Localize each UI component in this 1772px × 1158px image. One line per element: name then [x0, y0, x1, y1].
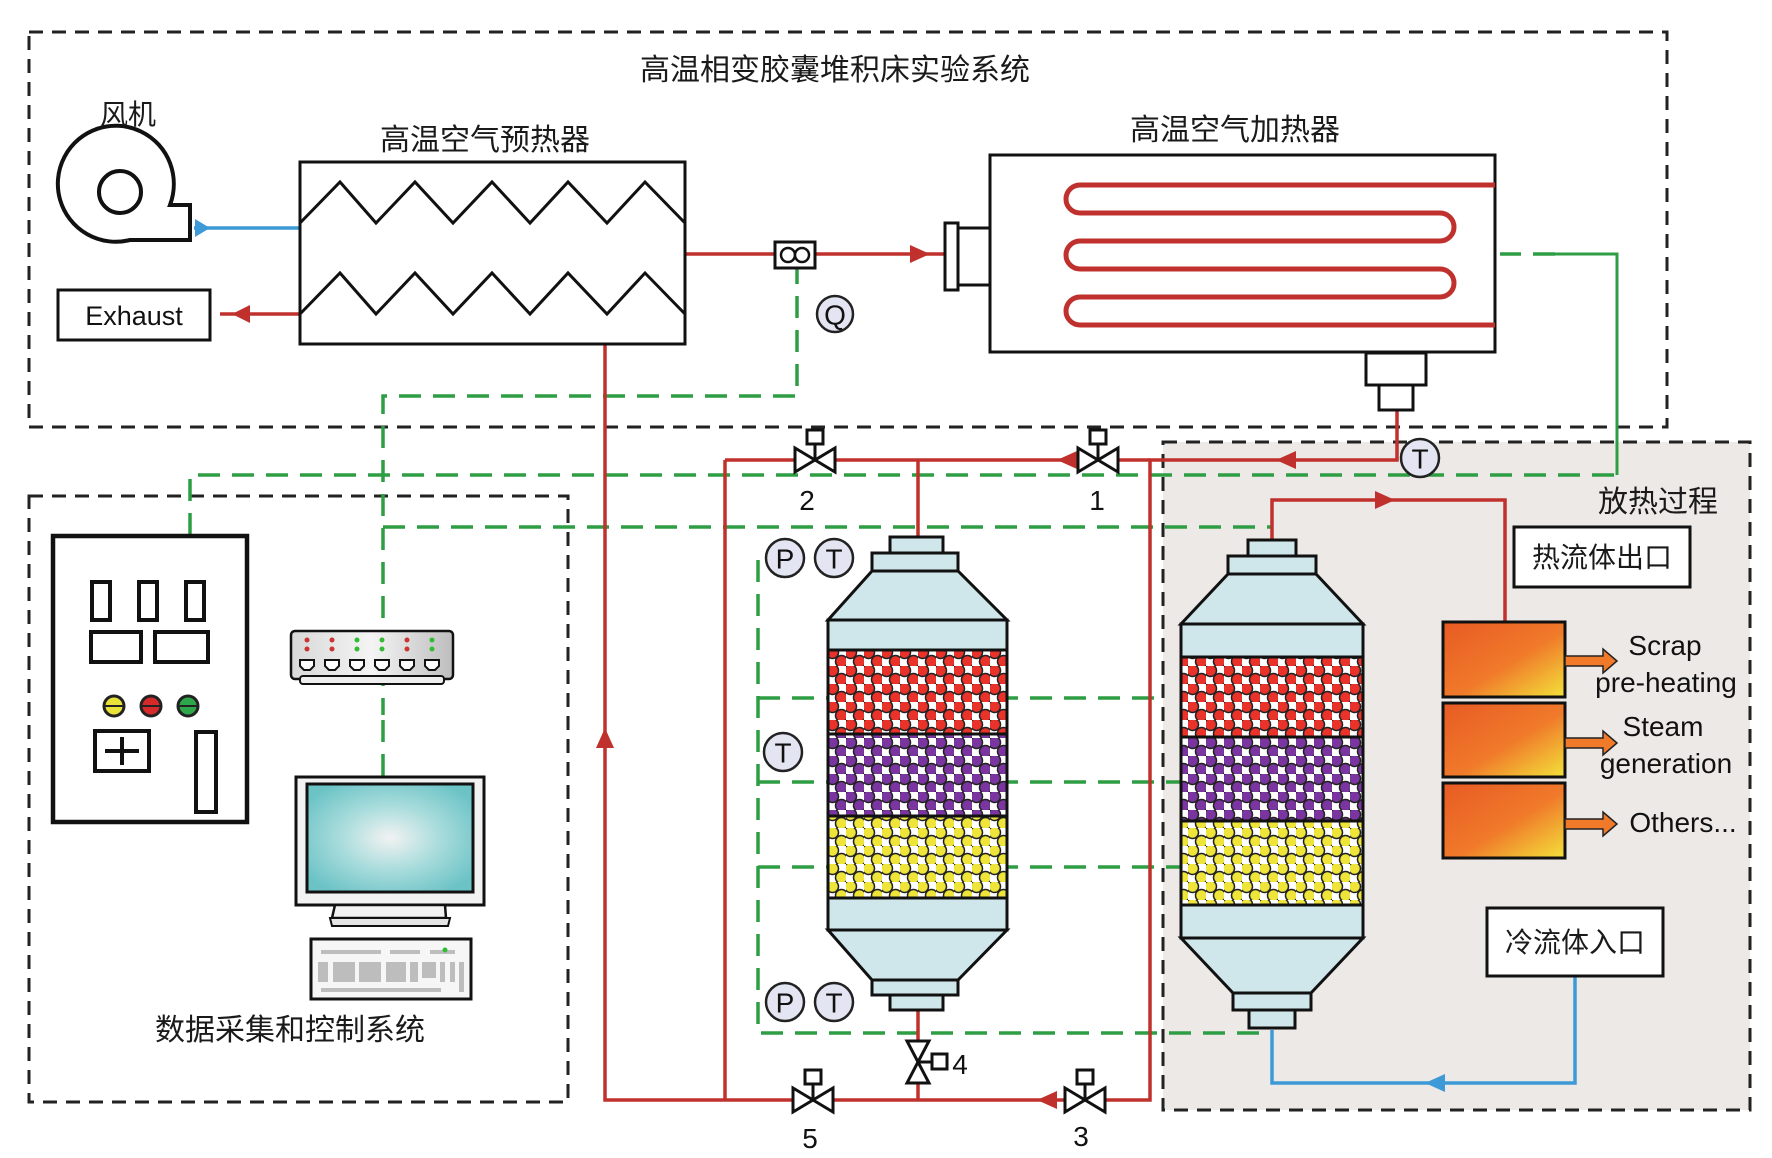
application-others: Others...	[1629, 807, 1736, 838]
flow-meter-icon	[773, 240, 817, 270]
application-scrap: Scrap	[1628, 630, 1701, 661]
discharge-process-title: 放热过程	[1598, 485, 1718, 520]
hot-fluid-outlet-box	[1512, 525, 1692, 589]
control-cabinet	[50, 533, 250, 825]
valve-label-3: 3	[1073, 1121, 1089, 1152]
svg-text:T: T	[825, 988, 842, 1019]
cold-fluid-pipe	[1270, 977, 1577, 1085]
svg-text:T: T	[825, 544, 842, 575]
valve-label-1: 1	[1089, 485, 1105, 516]
keyboard-icon	[309, 937, 473, 1001]
hot-fluid-outlet-label: 热流体出口	[1532, 541, 1672, 574]
valve-label-5: 5	[802, 1123, 818, 1154]
cold-flow-arrow	[1425, 1074, 1445, 1092]
valve-2[interactable]	[793, 428, 837, 475]
packed-bed-column-2	[1177, 538, 1367, 1030]
fan-arrow	[195, 219, 210, 237]
svg-text:Q: Q	[824, 300, 846, 331]
daq-system-border	[27, 494, 570, 1104]
exhaust-box	[56, 288, 212, 342]
flow-sensor-q: Q	[815, 294, 855, 334]
mid-temperature-sensor: T	[762, 731, 804, 773]
svg-text:T: T	[774, 738, 791, 769]
exhaust-label: Exhaust	[85, 301, 183, 331]
network-switch-icon	[289, 629, 455, 685]
computer-monitor-icon	[294, 775, 486, 927]
experiment-system-title: 高温相变胶囊堆积床实验系统	[640, 53, 1030, 88]
fan-label: 风机	[100, 98, 156, 131]
bottom-pressure-sensor: P	[764, 981, 806, 1023]
valve-4[interactable]	[904, 1039, 949, 1085]
preheater	[298, 160, 687, 346]
heater-outlet-temp-sensor: T	[1399, 437, 1441, 479]
cold-fluid-inlet-label: 冷流体入口	[1505, 926, 1645, 959]
valve-1[interactable]	[1076, 428, 1120, 475]
experiment-system-border	[27, 30, 1669, 429]
heater-label: 高温空气加热器	[1130, 113, 1340, 148]
preheater-label: 高温空气预热器	[380, 123, 590, 158]
valve-label-2: 2	[799, 485, 815, 516]
application-scrap-2: pre-heating	[1595, 667, 1737, 698]
heat-exchanger-stack	[1441, 620, 1567, 860]
air-heater	[943, 153, 1497, 412]
application-steam-2: generation	[1600, 748, 1732, 779]
flow-arrows	[232, 245, 1395, 1109]
fan-icon	[55, 123, 192, 244]
valve-3[interactable]	[1063, 1068, 1107, 1115]
bottom-temperature-sensor: T	[813, 981, 855, 1023]
application-steam: Steam	[1623, 711, 1704, 742]
packed-bed-column-1	[824, 535, 1011, 1012]
discharge-process-border	[1161, 440, 1752, 1112]
svg-text:P: P	[776, 988, 795, 1019]
daq-system-title: 数据采集和控制系统	[155, 1013, 425, 1048]
top-temperature-sensor: T	[813, 537, 855, 579]
svg-text:P: P	[776, 544, 795, 575]
top-pressure-sensor: P	[764, 537, 806, 579]
cold-fluid-inlet-box	[1485, 906, 1665, 978]
valve-label-4: 4	[952, 1049, 968, 1080]
valve-5[interactable]	[791, 1068, 835, 1115]
application-arrows	[1564, 647, 1619, 838]
svg-text:T: T	[1411, 444, 1428, 475]
